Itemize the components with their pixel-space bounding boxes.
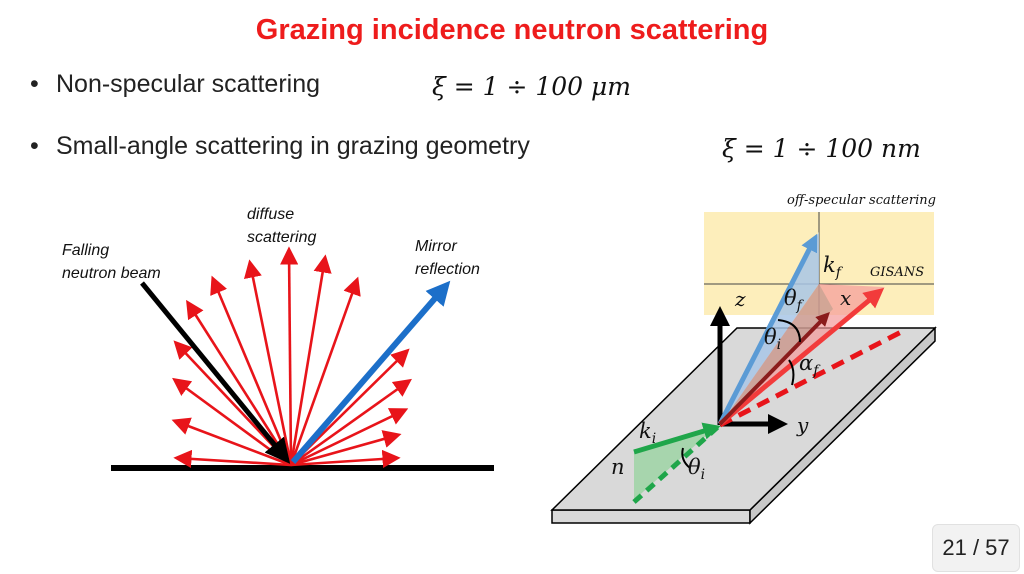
mirror-label: Mirror	[415, 238, 457, 255]
diffuse-arrow	[290, 430, 402, 467]
diffuse-arrows	[171, 246, 412, 469]
mirror-label-line2: reflection	[415, 261, 480, 278]
diffuse-arrow	[280, 246, 299, 466]
sample-slab-top	[550, 327, 937, 511]
alpha-f-label: αf	[799, 351, 821, 379]
x-axis-label: x	[840, 286, 851, 310]
falling-beam-label: Falling	[62, 242, 109, 259]
bullet-dot: •	[30, 70, 39, 98]
diffuse-arrow	[243, 259, 293, 466]
diffuse-arrow	[289, 254, 332, 466]
theta-f-label: θf	[784, 286, 805, 314]
ki-dashed-line	[632, 423, 722, 504]
diffuse-arrow	[290, 408, 409, 467]
scatter-vector-arrow	[718, 312, 830, 426]
bullet-non-specular: • Non-specular scattering	[30, 70, 320, 99]
theta-i-label-top: θi	[764, 325, 781, 353]
bullet-dot: •	[30, 132, 39, 160]
kf-arrow	[717, 233, 818, 426]
theta-i-label-bottom: θi	[688, 455, 705, 483]
page-indicator[interactable]: 21 / 57	[932, 524, 1020, 572]
gisans-dashed-line	[718, 327, 907, 428]
diffuse-label: diffuse	[247, 206, 294, 223]
formula-nanometer: ξ = 1 ÷ 100 nm	[722, 134, 921, 163]
bullet-text: Small-angle scattering in grazing geomet…	[56, 132, 530, 160]
diffuse-arrow	[210, 275, 293, 466]
ki-label: ki	[639, 419, 656, 447]
z-axis-label: z	[734, 287, 746, 311]
slide-title: Grazing incidence neutron scattering	[255, 14, 769, 46]
falling-beam-label-line2: neutron beam	[62, 265, 161, 282]
off-specular-label: off-specular scattering	[787, 193, 936, 208]
mirror-reflection-arrow	[290, 280, 451, 464]
diffuse-arrow	[290, 449, 401, 469]
gisans-label: GISANS	[870, 265, 924, 280]
incident-beam-arrow	[140, 281, 291, 464]
alpha-f-arc	[788, 359, 795, 386]
bullet-small-angle: • Small-angle scattering in grazing geome…	[30, 132, 530, 161]
gisans-diagram: off-specular scattering GISANS z x y kf …	[550, 193, 937, 525]
sample-slab-side	[551, 509, 751, 524]
normal-label: n	[611, 455, 625, 479]
bullet-text: Non-specular scattering	[56, 70, 321, 98]
diffuse-arrow	[290, 378, 412, 467]
theta-i-arc	[681, 447, 691, 469]
kf-label: kf	[823, 253, 844, 281]
y-axis-label: y	[796, 413, 809, 437]
formula-micron: ξ = 1 ÷ 100 μm	[432, 72, 631, 101]
diffuse-arrow	[289, 276, 361, 466]
theta-f-arc	[777, 319, 801, 343]
theta-triangle	[720, 284, 833, 425]
diffuse-label-line2: scattering	[247, 229, 316, 246]
gisans-arrow	[718, 287, 885, 426]
ki-arrow	[633, 422, 721, 455]
